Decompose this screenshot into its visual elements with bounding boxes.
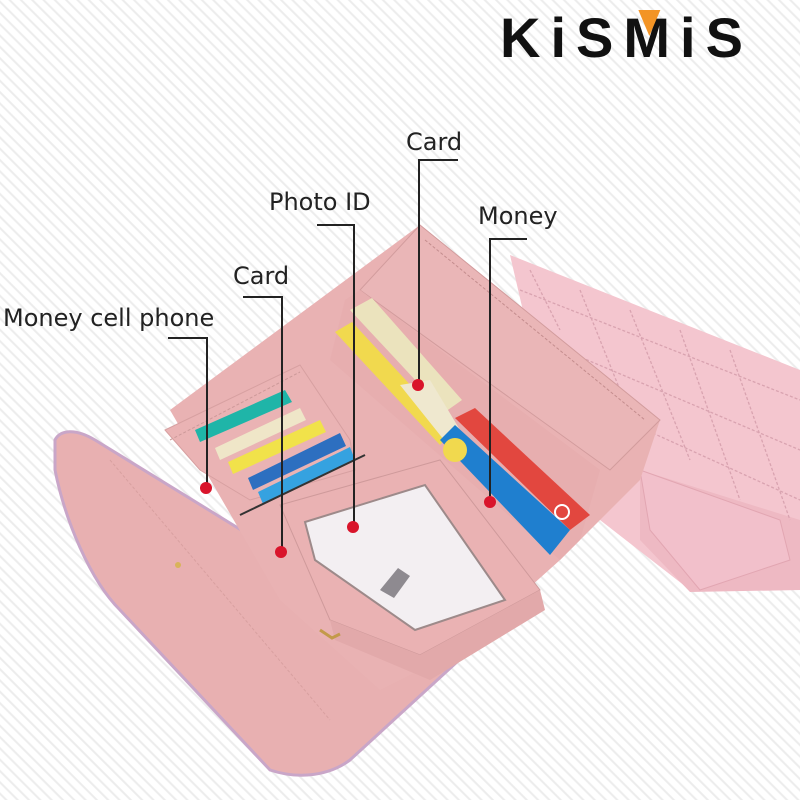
callout-line-photo-id [317,224,355,528]
brand-logo: KiSMiS [500,6,753,70]
logo-text-kis: KiS [500,6,624,69]
callout-label-photo-id: Photo ID [269,188,371,216]
callout-line-card-left [243,296,283,553]
callout-marker-money [484,496,496,508]
callout-marker-money-cell-phone [200,482,212,494]
callout-label-money-cell-phone: Money cell phone [3,304,215,332]
callout-line-money-cell-phone [168,337,208,489]
callout-label-card-top: Card [406,128,463,156]
callout-label-money: Money [478,202,558,230]
callout-marker-photo-id [347,521,359,533]
callout-line-money [489,238,527,504]
callout-marker-card-left [275,546,287,558]
logo-text-is: iS [680,6,753,69]
callout-label-card-left: Card [233,262,290,290]
callout-line-card-top [418,159,458,386]
logo-letter-m: M [623,6,681,69]
callout-marker-card-top [412,379,424,391]
